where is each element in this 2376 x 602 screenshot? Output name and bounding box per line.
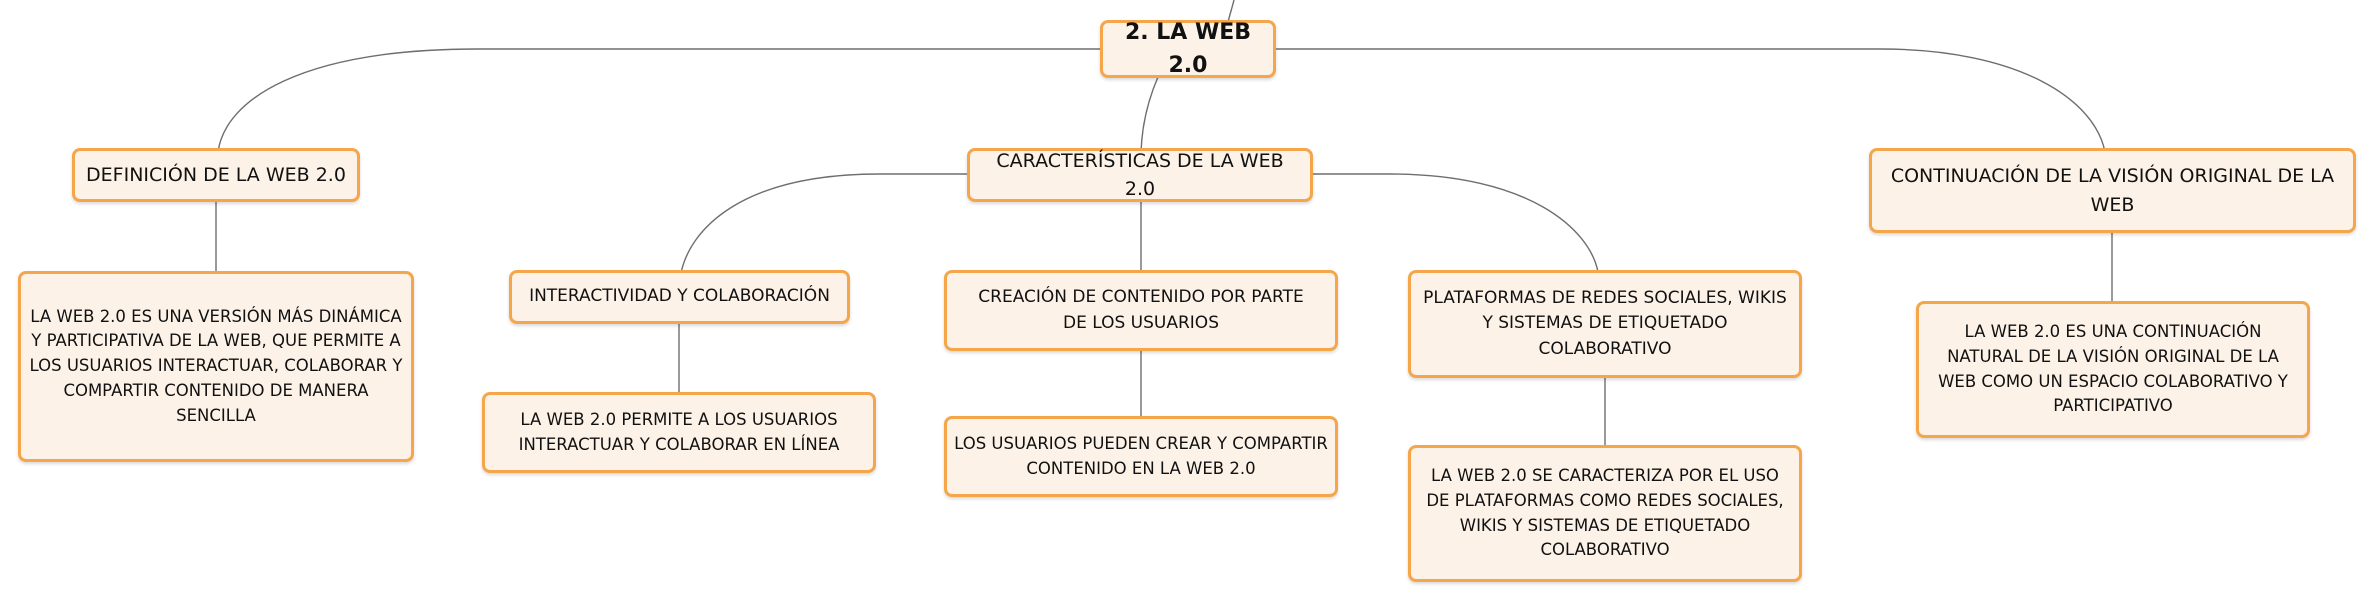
connector-characteristics-platforms <box>1312 173 1599 273</box>
root-node-label: 2. LA WEB 2.0 <box>1124 20 1252 78</box>
platforms-node-label: PLATAFORMAS DE REDES SOCIALES, WIKIS Y S… <box>1423 287 1787 359</box>
characteristics-node-label: CARACTERÍSTICAS DE LA WEB 2.0 <box>996 149 1284 201</box>
interactivity-node-label: INTERACTIVIDAD Y COLABORACIÓN <box>529 286 830 307</box>
connector-root-continuation <box>1276 48 2106 153</box>
characteristics-node[interactable]: CARACTERÍSTICAS DE LA WEB 2.0 <box>967 148 1313 202</box>
continuation-detail-node[interactable]: LA WEB 2.0 ES UNA CONTINUACIÓN NATURAL D… <box>1916 301 2310 438</box>
connector-root-characteristics <box>1140 76 1159 153</box>
content-creation-detail-node[interactable]: LOS USUARIOS PUEDEN CREAR Y COMPARTIR CO… <box>944 416 1338 497</box>
interactivity-node[interactable]: INTERACTIVIDAD Y COLABORACIÓN <box>509 270 850 324</box>
content-creation-node[interactable]: CREACIÓN DE CONTENIDO POR PARTE DE LOS U… <box>944 270 1338 351</box>
connector-characteristics-interactivity <box>680 173 967 274</box>
definition-node[interactable]: DEFINICIÓN DE LA WEB 2.0 <box>72 148 360 202</box>
definition-detail-text: LA WEB 2.0 ES UNA VERSIÓN MÁS DINÁMICA Y… <box>29 306 403 425</box>
continuation-detail-text: LA WEB 2.0 ES UNA CONTINUACIÓN NATURAL D… <box>1938 322 2288 416</box>
continuation-node[interactable]: CONTINUACIÓN DE LA VISIÓN ORIGINAL DE LA… <box>1869 148 2356 233</box>
root-node[interactable]: 2. LA WEB 2.0 <box>1100 20 1276 78</box>
platforms-node[interactable]: PLATAFORMAS DE REDES SOCIALES, WIKIS Y S… <box>1408 270 1802 378</box>
platforms-detail-node[interactable]: LA WEB 2.0 SE CARACTERIZA POR EL USO DE … <box>1408 445 1802 582</box>
interactivity-detail-text: LA WEB 2.0 PERMITE A LOS USUARIOS INTERA… <box>518 409 840 454</box>
content-creation-detail-text: LOS USUARIOS PUEDEN CREAR Y COMPARTIR CO… <box>954 433 1328 478</box>
interactivity-detail-node[interactable]: LA WEB 2.0 PERMITE A LOS USUARIOS INTERA… <box>482 392 876 473</box>
definition-node-label: DEFINICIÓN DE LA WEB 2.0 <box>86 163 346 186</box>
continuation-node-label: CONTINUACIÓN DE LA VISIÓN ORIGINAL DE LA… <box>1890 165 2335 216</box>
content-creation-node-label: CREACIÓN DE CONTENIDO POR PARTE DE LOS U… <box>978 287 1304 333</box>
definition-detail-node[interactable]: LA WEB 2.0 ES UNA VERSIÓN MÁS DINÁMICA Y… <box>18 271 414 462</box>
connector-root-definition <box>217 48 1100 153</box>
platforms-detail-text: LA WEB 2.0 SE CARACTERIZA POR EL USO DE … <box>1426 466 1784 560</box>
